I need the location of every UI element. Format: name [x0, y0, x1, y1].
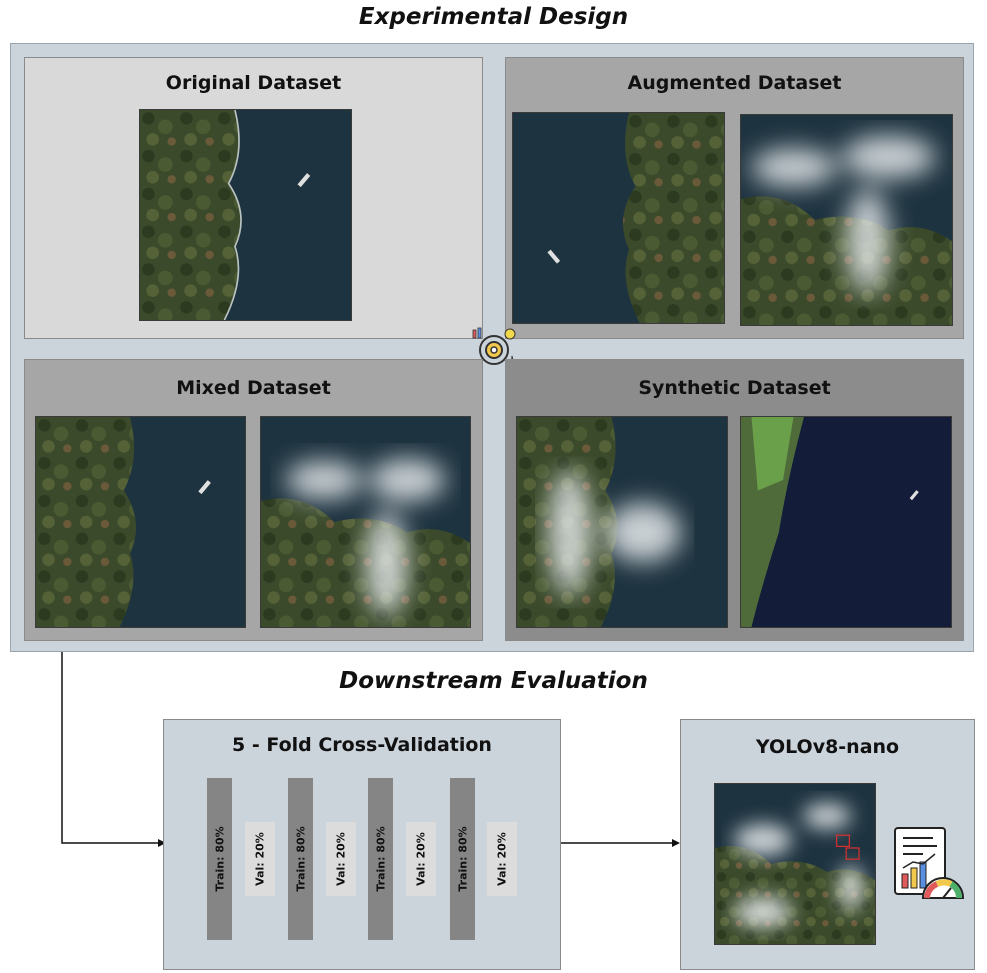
mixed-dataset-title: Mixed Dataset	[176, 377, 331, 399]
fold-2-val-bar: Val: 20%	[326, 822, 356, 896]
synthetic-satellite-image-1	[516, 416, 728, 628]
augmented-dataset-title: Augmented Dataset	[627, 72, 842, 94]
fold-3-val-bar: Val: 20%	[406, 822, 436, 896]
fold-1-train-bar: Train: 80%	[207, 778, 232, 940]
fold-3-train-bar: Train: 80%	[368, 778, 393, 940]
cross-validation-title: 5 - Fold Cross-Validation	[232, 734, 492, 756]
fold-4-val-bar: Val: 20%	[487, 822, 517, 896]
yolo-model-title: YOLOv8-nano	[755, 736, 900, 758]
yolo-detection-image	[714, 783, 876, 945]
original-dataset-title: Original Dataset	[165, 72, 342, 94]
report-gauge-icon	[893, 826, 965, 901]
fold-1-val-bar: Val: 20%	[245, 822, 275, 896]
fold-4-train-bar: Train: 80%	[450, 778, 475, 940]
synthetic-dataset-title: Synthetic Dataset	[638, 377, 831, 399]
mixed-satellite-image-1	[35, 416, 246, 628]
synthetic-satellite-image-2	[740, 416, 952, 628]
augmented-satellite-image-2	[740, 114, 953, 326]
top-title: Experimental Design	[358, 4, 629, 30]
bottom-title: Downstream Evaluation	[339, 668, 648, 694]
original-satellite-image	[139, 109, 352, 321]
fold-2-train-bar: Train: 80%	[288, 778, 313, 940]
augmented-satellite-image-1	[512, 112, 725, 324]
mixed-satellite-image-2	[260, 416, 471, 628]
